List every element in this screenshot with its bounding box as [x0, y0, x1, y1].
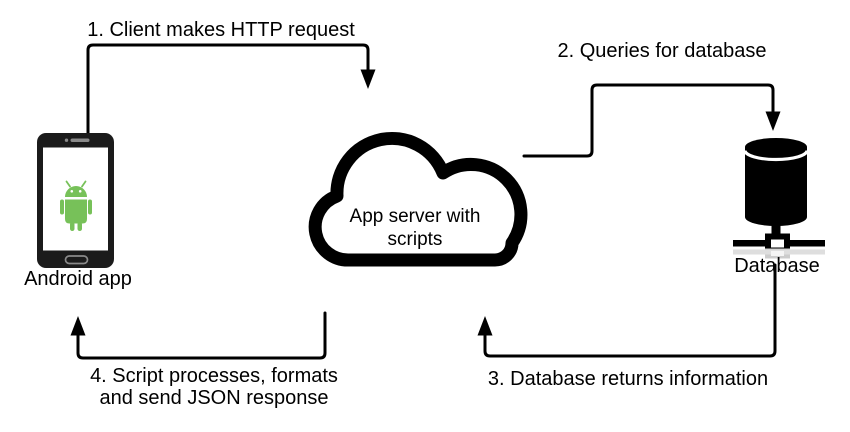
cloud-icon: [308, 132, 528, 267]
db-cylinder-gap: [743, 150, 809, 162]
robot-eye-right: [78, 190, 82, 193]
phone-screen: [43, 147, 108, 251]
arrowhead-down-icon: [360, 69, 376, 89]
robot-leg-right: [77, 222, 82, 231]
step-4-label-line1: 4. Script processes, formats: [90, 365, 338, 387]
android-node-label: Android app: [24, 268, 132, 290]
flow-arrows: [76, 43, 777, 360]
arrowhead-up-icon: [70, 316, 86, 336]
arrow-step1-line: [86, 43, 370, 135]
robot-eye-left: [70, 190, 74, 193]
db-cylinder-top: [745, 138, 807, 156]
database-icon: [733, 138, 825, 259]
db-cylinder-bottom: [745, 208, 807, 226]
server-label-line2: scripts: [387, 229, 443, 250]
robot-antenna-right: [81, 180, 87, 188]
step-2-label: 2. Queries for database: [557, 40, 767, 62]
robot-head: [65, 186, 87, 197]
robot-arm-left: [60, 199, 64, 215]
robot-body: [65, 199, 87, 224]
phone-home-button: [64, 255, 89, 265]
robot-leg-left: [70, 222, 75, 231]
db-reflection: [733, 248, 825, 259]
flow-arrowheads: [70, 69, 781, 336]
robot-arm-right: [88, 199, 92, 215]
database-node-label: Database: [734, 255, 820, 277]
arrowhead-up-icon: [477, 316, 493, 336]
server-label-line1: App server with: [349, 206, 481, 227]
arrow-step2-line: [522, 83, 775, 158]
db-connector-node-hole: [771, 239, 784, 248]
android-robot-icon: [60, 180, 92, 231]
smartphone-icon: [37, 133, 114, 268]
arrow-step3-line: [483, 263, 777, 358]
arrowhead-down-icon: [765, 111, 781, 131]
phone-camera-dot: [64, 138, 69, 142]
server-node-label: App server with scripts: [350, 205, 481, 251]
db-connector-stem: [771, 222, 781, 234]
step-3-label: 3. Database returns information: [487, 368, 769, 390]
step-1-label: 1. Client makes HTTP request: [87, 19, 355, 41]
phone-speaker: [70, 138, 90, 142]
step-4-label: 4. Script processes, formats and send JS…: [90, 365, 338, 409]
step-4-label-line2: and send JSON response: [99, 387, 329, 409]
arrow-step4-line: [76, 311, 327, 360]
robot-antenna-left: [65, 180, 71, 188]
